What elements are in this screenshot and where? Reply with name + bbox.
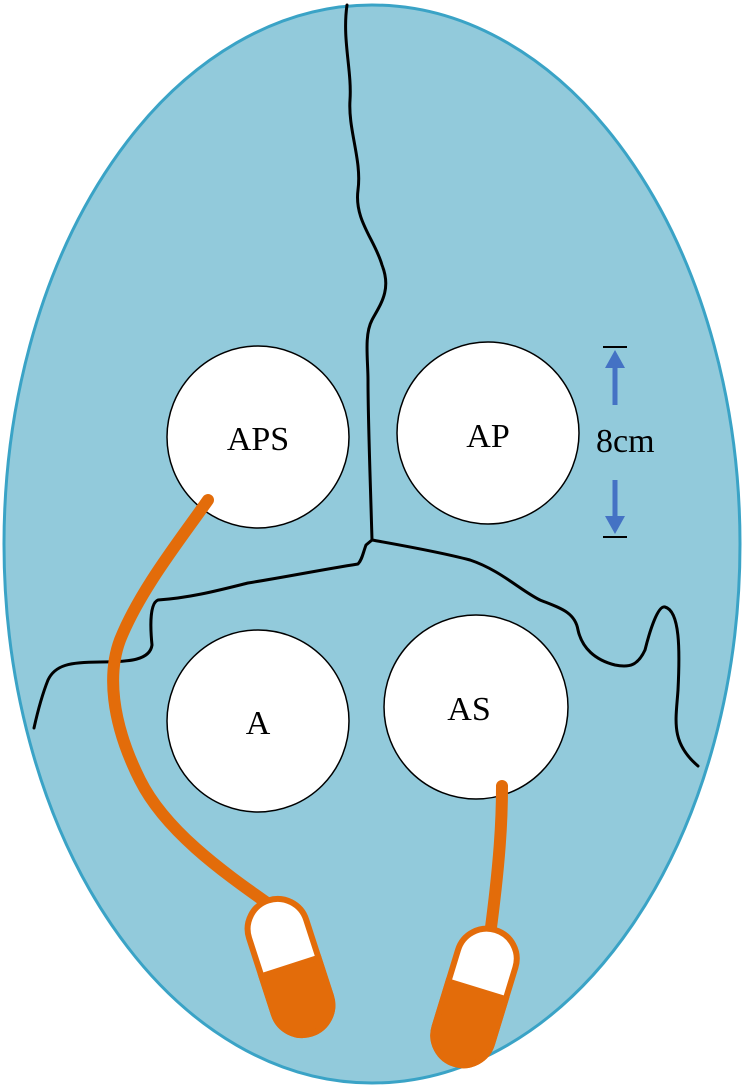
circle-ap-pad	[396, 341, 580, 525]
electrode-pads: APS AP A AS	[166, 341, 580, 813]
connector-left-cap	[257, 953, 336, 1038]
crack-line-vertical	[344, 3, 388, 542]
crack-lines	[32, 3, 700, 768]
circle-a-label: A	[246, 705, 271, 742]
circle-as-pad	[383, 614, 569, 800]
circle-as-label: AS	[447, 691, 490, 728]
body-ellipse	[2, 3, 742, 1085]
circle-aps: APS	[166, 345, 350, 529]
circle-as: AS	[383, 614, 569, 800]
connector-right	[430, 925, 520, 1069]
lead-wires	[107, 494, 520, 1069]
lead-wire-as	[484, 780, 508, 941]
vertical-double-arrow-icon	[603, 346, 627, 538]
crack-line-right	[370, 538, 700, 768]
circle-a-pad	[166, 629, 350, 813]
circle-ap-label: AP	[466, 418, 509, 455]
circle-a: A	[166, 629, 350, 813]
circle-ap: AP	[396, 341, 580, 525]
dimension-label: 8cm	[596, 423, 655, 460]
connector-left	[244, 895, 336, 1039]
connector-right-cap	[430, 977, 510, 1069]
dimension-marker: 8cm	[596, 346, 655, 538]
dimension-up-arrowhead	[605, 350, 625, 368]
dimension-down-arrowhead	[605, 516, 625, 534]
lead-wire-aps	[107, 494, 276, 911]
circle-aps-label: APS	[227, 421, 289, 458]
circle-aps-pad	[166, 345, 350, 529]
crack-line-left	[32, 538, 374, 730]
